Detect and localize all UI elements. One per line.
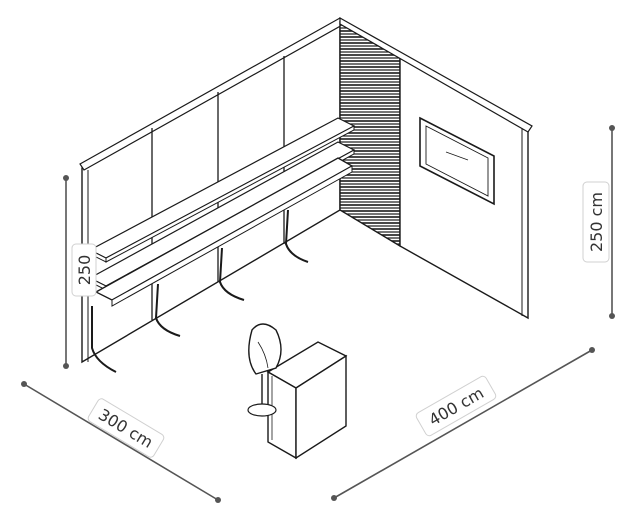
- height-left-dimension-label: 250: [75, 255, 94, 286]
- dimension-depth: 400 cm: [331, 347, 595, 501]
- tv-screen: [419, 116, 495, 206]
- dimension-width: 300 cm: [21, 381, 221, 503]
- reception-desk: [266, 341, 348, 460]
- stool-chair: [247, 323, 282, 417]
- wall-counter: [94, 157, 354, 307]
- counter-legs: [91, 209, 309, 373]
- dimension-height-right: 250 cm: [582, 125, 615, 319]
- height-right-dimension-label: 250 cm: [587, 192, 606, 252]
- dimension-height-left: 250: [63, 175, 97, 369]
- slatwall-panel: [339, 20, 401, 248]
